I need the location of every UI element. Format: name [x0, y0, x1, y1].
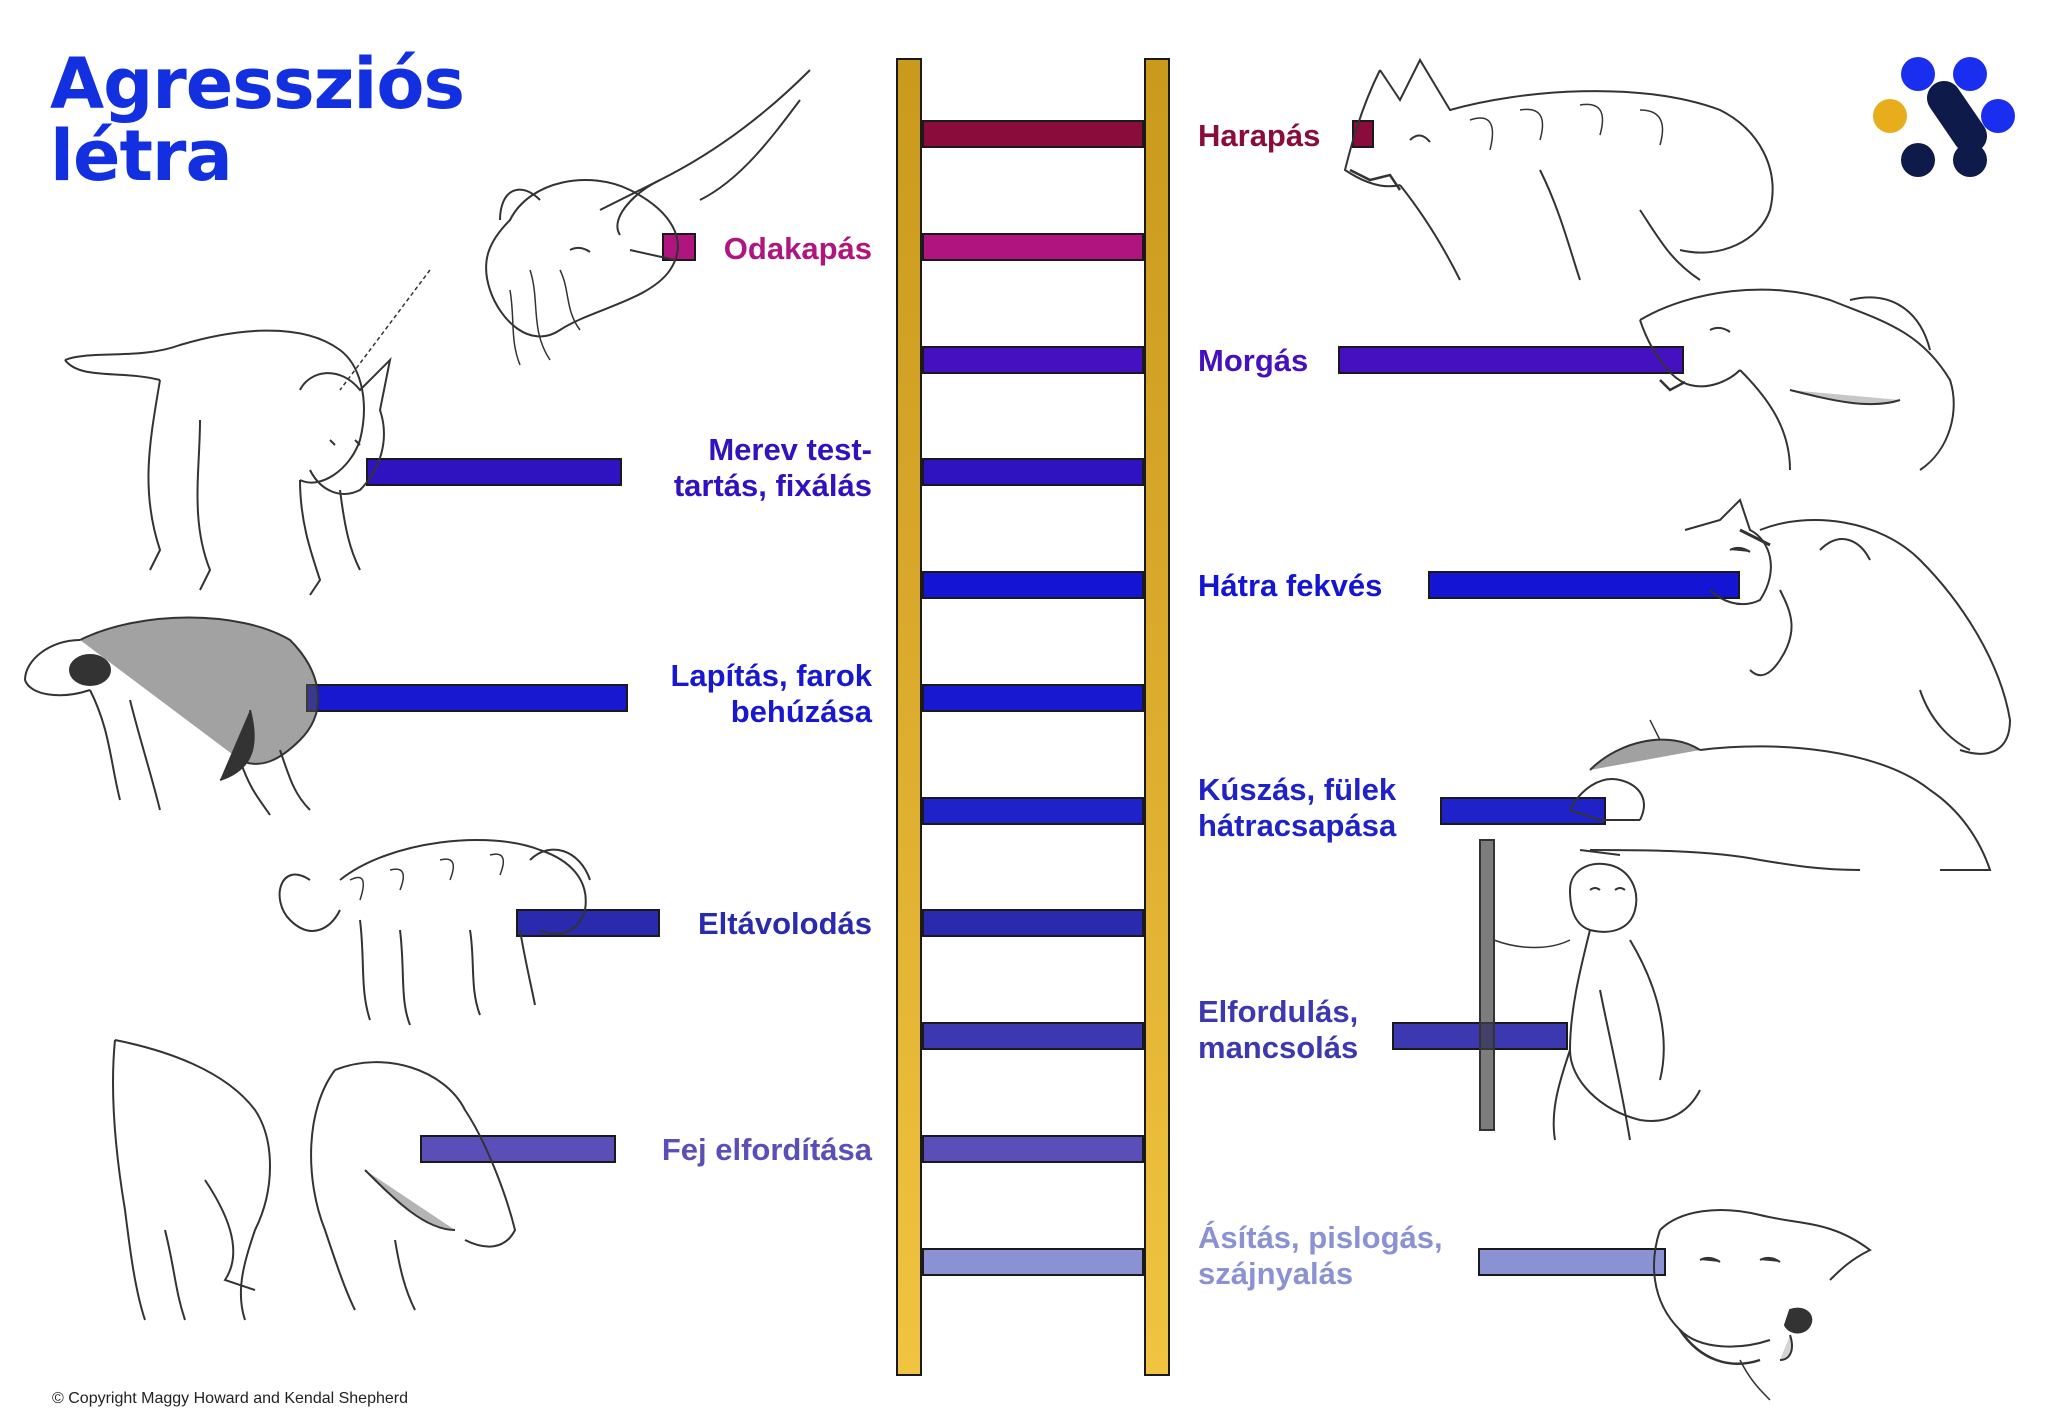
label-morgas: Morgás [1198, 343, 1309, 378]
title-line-2: létra [50, 115, 233, 197]
dog-illustration-lying-back [1680, 490, 2020, 770]
ladder-left-rail [896, 58, 922, 1376]
rung-odakapas [922, 233, 1144, 261]
copyright-notice: © Copyright Maggy Howard and Kendal Shep… [52, 1390, 408, 1407]
dog-illustration-snapping [470, 69, 811, 370]
dog-illustration-moving-away [270, 820, 600, 1030]
label-odakapas: Odakapás [723, 231, 872, 266]
dog-illustration-head-turn [105, 1030, 525, 1330]
rung-kuszas [922, 797, 1144, 825]
logo-dot [1953, 57, 1987, 91]
logo-dot [1873, 99, 1907, 133]
connector-fej-elforditasa [420, 1135, 616, 1163]
rung-morgas [922, 346, 1144, 374]
logo-link [1927, 81, 1987, 153]
rung-elfordulas [922, 1022, 1144, 1050]
label-eltavolodas: Eltávolodás [698, 906, 872, 941]
connector-odakapas [662, 233, 696, 261]
dog-illustration-biting [1340, 50, 1780, 290]
logo-dot [1901, 57, 1935, 91]
connector-morgas [1338, 346, 1684, 374]
label-kuszas: Kúszás, fülek hátracsapása [1198, 772, 1397, 843]
label-lapitas: Lapítás, farok behúzása [670, 658, 872, 729]
logo-dot [1953, 143, 1987, 177]
connector-lapitas [306, 684, 628, 712]
label-asitas: Ásítás, pislogás, szájnyalás [1198, 1220, 1443, 1291]
logo-dot [1981, 99, 2015, 133]
dog-illustration-crawling [1560, 719, 2000, 900]
ladder-right-rail [1144, 58, 1170, 1376]
connector-eltavolodas [516, 909, 660, 937]
title-line-1: Agressziós [50, 43, 465, 125]
rung-harapas [922, 120, 1144, 148]
connector-merev [366, 458, 622, 486]
dog-illustration-yawning [1640, 1200, 1880, 1401]
rung-fej-elforditasa [922, 1135, 1144, 1163]
connector-asitas [1478, 1248, 1666, 1276]
dog-illustration-crouching [20, 600, 320, 820]
rung-hatra-fekves [922, 571, 1144, 599]
logo-dot [1901, 143, 1935, 177]
label-hatra-fekves: Hátra fekvés [1198, 568, 1383, 603]
connector-kuszas [1440, 797, 1606, 825]
rung-eltavolodas [922, 909, 1144, 937]
dog-illustration-pawing [1460, 839, 1710, 1170]
connector-hatra-fekves [1428, 571, 1740, 599]
page-title: Agressziós létra [50, 43, 465, 197]
label-elfordulas: Elfordulás, mancsolás [1198, 994, 1359, 1065]
dog-illustration-stiff [60, 269, 431, 600]
rung-asitas [922, 1248, 1144, 1276]
label-merev: Merev test- tartás, fixálás [673, 432, 872, 503]
label-harapas: Harapás [1198, 118, 1321, 153]
rung-lapitas [922, 684, 1144, 712]
label-fej-elforditasa: Fej elfordítása [661, 1132, 872, 1167]
brand-logo [1870, 54, 2020, 184]
dog-illustration-growling [1630, 270, 1970, 480]
rung-merev [922, 458, 1144, 486]
